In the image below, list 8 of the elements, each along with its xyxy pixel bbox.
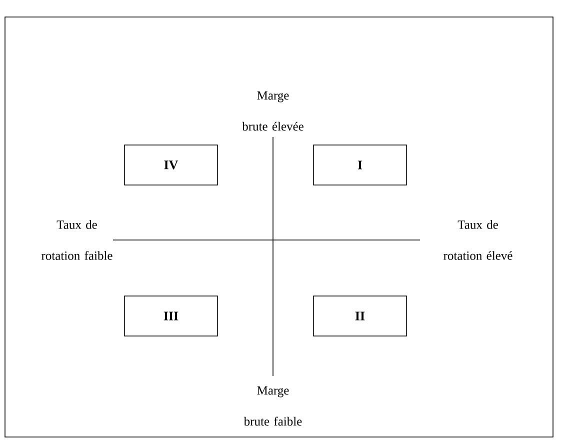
quadrant-box: I	[313, 144, 407, 186]
quadrant-box: IV	[124, 144, 218, 186]
axis-label: Taux de rotation élevé	[444, 220, 512, 260]
axis-label: Taux de rotation faible	[42, 220, 112, 260]
quadrant-box: II	[313, 296, 407, 336]
axis-label: Marge brute élevée	[242, 91, 304, 131]
quadrant-box: III	[124, 296, 218, 336]
axis-label: Marge brute faible	[244, 386, 302, 426]
